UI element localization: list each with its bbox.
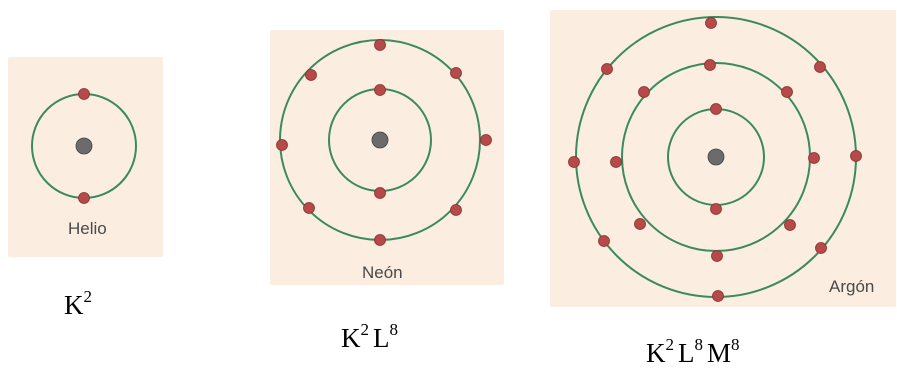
electron [374,39,386,51]
electron [808,152,820,164]
electron [78,88,90,100]
electron [634,218,646,230]
electron [78,192,90,204]
electron [815,242,827,254]
electron [450,204,462,216]
argon-atom-diagram [568,16,862,302]
electron [710,203,722,215]
nucleus [371,131,389,149]
electron [711,250,723,262]
electron [781,86,793,98]
electron [598,235,610,247]
electron [814,61,826,73]
helium-panel: Helio [8,57,163,257]
nucleus [75,137,93,155]
electron [480,134,492,146]
electron [374,187,386,199]
electron [638,86,650,98]
atom-name-label: Neón [362,263,403,282]
neon-panel: Neón [270,30,504,285]
electron-config-helium: K2 [64,287,92,320]
electron [705,17,717,29]
electron [610,156,622,168]
nucleus [707,148,725,166]
atom-name-label: Helio [68,219,107,238]
electron [568,156,580,168]
electron [374,234,386,246]
electron [704,59,716,71]
electron [850,150,862,162]
electron [712,290,724,302]
electron [710,103,722,115]
electron [450,67,462,79]
electron [601,63,613,75]
atom-name-label: Argón [829,277,875,296]
neon-atom-diagram [276,39,492,246]
electron [374,84,386,96]
electron [305,69,317,81]
helium-atom-diagram [31,88,137,204]
electron [276,139,288,151]
electron [784,219,796,231]
argon-panel: Argón [550,10,896,307]
electron [303,202,315,214]
